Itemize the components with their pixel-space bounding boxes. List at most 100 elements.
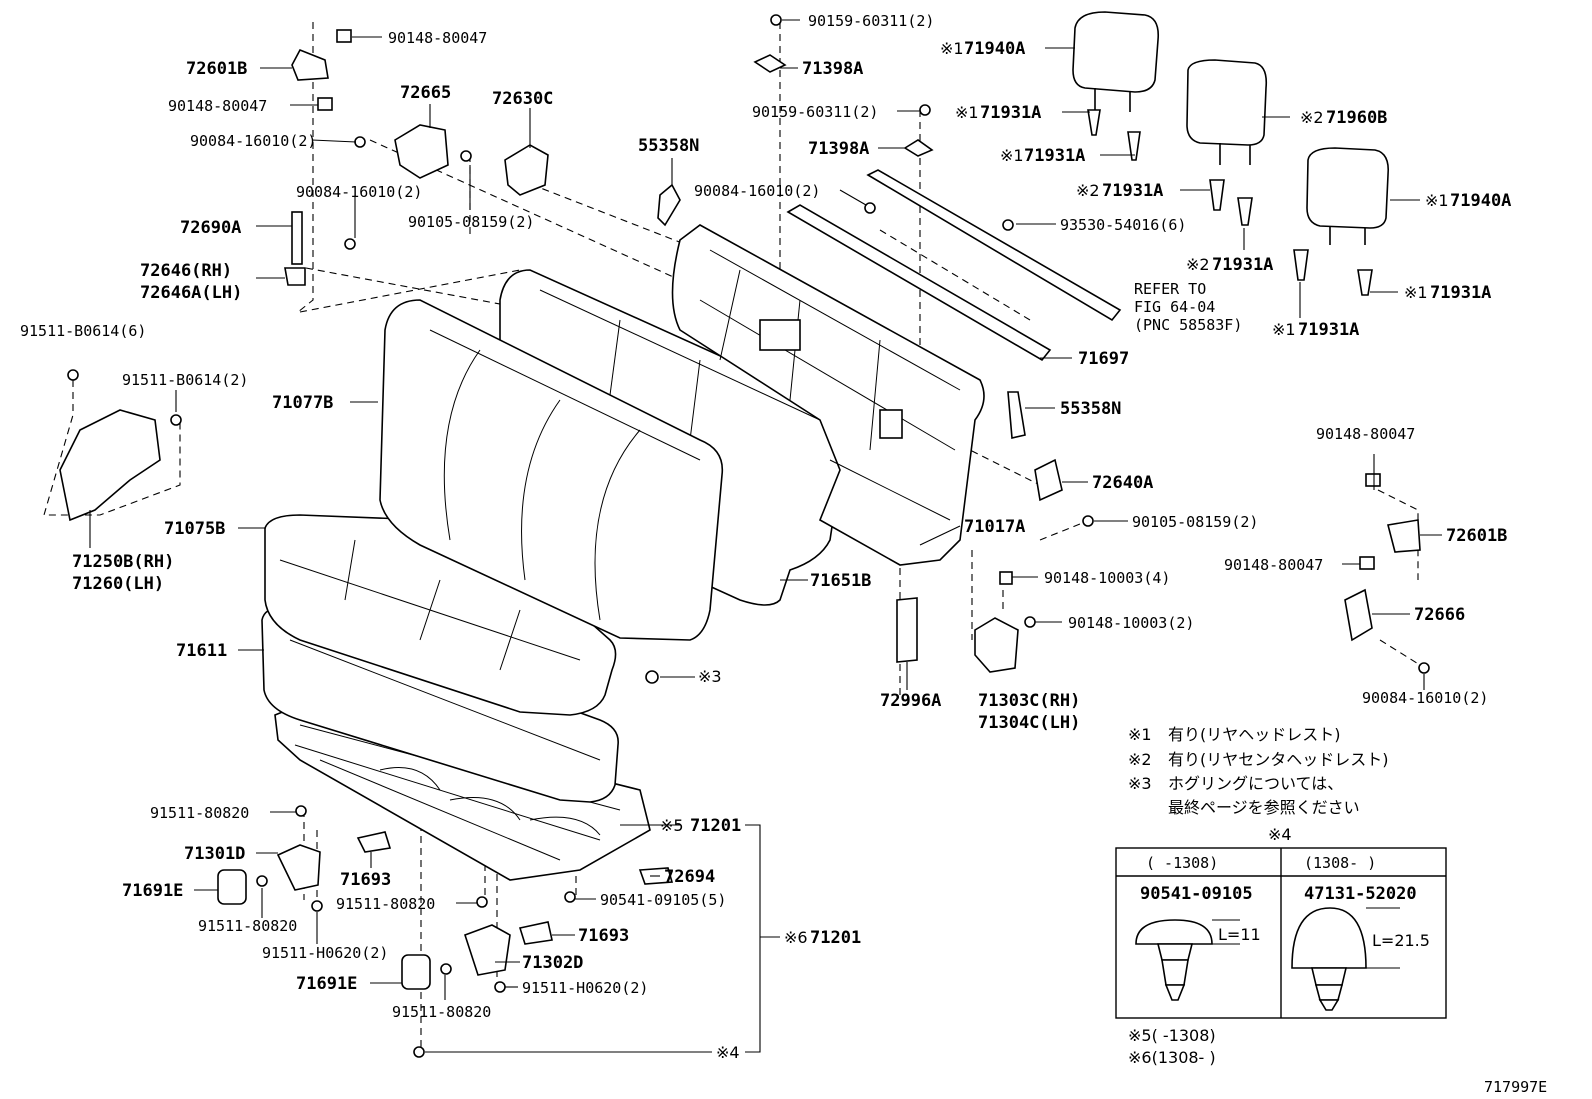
- label-90084-16010-d: 90084-16010(2): [1362, 689, 1488, 707]
- footnote-6: ※6(1308- ): [1128, 1048, 1216, 1067]
- part-labels: 72601B 90148-80047 90148-80047 90084-160…: [20, 12, 1511, 1062]
- label-71398A-b: 71398A: [808, 139, 869, 159]
- label-90159-60311-b: 90159-60311(2): [752, 103, 878, 121]
- note-2-text: 有り(リヤセンタヘッドレスト): [1168, 750, 1389, 769]
- label-91511-B0614-6: 91511-B0614(6): [20, 322, 146, 340]
- label-71304C: 71304C(LH): [978, 713, 1080, 733]
- label-91511-80820-c: 91511-80820: [336, 895, 435, 913]
- label-71611: 71611: [176, 641, 227, 661]
- clip-variant-table: ※4 ( -1308) (1308- ) 90541-09105 47131-5…: [1115, 825, 1447, 1019]
- label-71931A-5: 71931A: [1430, 283, 1491, 303]
- label-71301D: 71301D: [184, 844, 245, 864]
- label-90105-08159-b: 90105-08159(2): [1132, 513, 1258, 531]
- small-parts: [59, 14, 1430, 1058]
- mark-6: ※6: [784, 928, 808, 947]
- seat-back-frame: [671, 224, 985, 566]
- table-col2-part: 47131-52020: [1304, 884, 1417, 904]
- label-91511-80820-b: 91511-80820: [198, 917, 297, 935]
- mark-1-b: ※1: [955, 103, 979, 122]
- label-91511-80820-d: 91511-80820: [392, 1003, 491, 1021]
- mark-2-b: ※2: [1076, 181, 1100, 200]
- note-2-mark: ※2: [1128, 750, 1152, 769]
- mark-5: ※5: [660, 816, 684, 835]
- table-col2-dim: L=21.5: [1372, 931, 1430, 950]
- label-71693-b: 71693: [578, 926, 629, 946]
- label-72646A: 72646A(LH): [140, 283, 242, 303]
- label-71931A-6: 71931A: [1298, 320, 1359, 340]
- mark-1-a: ※1: [940, 39, 964, 58]
- label-71201-5: 71201: [690, 816, 741, 836]
- label-71940A-b: 71940A: [1450, 191, 1511, 211]
- label-90084-16010-b: 90084-16010(2): [296, 183, 422, 201]
- label-90148-80047-c: 90148-80047: [1316, 425, 1415, 443]
- label-71075B: 71075B: [164, 519, 225, 539]
- mark-3: ※3: [698, 667, 722, 686]
- footnote-5: ※5( -1308): [1128, 1026, 1216, 1045]
- note-3-text-2: 最終ページを参照ください: [1168, 798, 1360, 817]
- label-71693-a: 71693: [340, 870, 391, 890]
- label-90084-16010-c: 90084-16010(2): [694, 182, 820, 200]
- label-71017A: 71017A: [964, 517, 1025, 537]
- label-71651B: 71651B: [810, 571, 871, 591]
- label-71940A-a: 71940A: [964, 39, 1025, 59]
- figure-code: 717997E: [1484, 1078, 1547, 1096]
- label-90084-16010-a: 90084-16010(2): [190, 132, 316, 150]
- label-90148-80047-b: 90148-80047: [168, 97, 267, 115]
- clip-short-icon: [1135, 919, 1240, 1001]
- label-90159-60311-a: 90159-60311(2): [808, 12, 934, 30]
- mark-2-c: ※2: [1186, 255, 1210, 274]
- label-71303C: 71303C(RH): [978, 691, 1080, 711]
- label-72666: 72666: [1414, 605, 1465, 625]
- leader-lines: [89, 19, 1442, 1053]
- label-71931A-3: 71931A: [1102, 181, 1163, 201]
- label-72690A: 72690A: [180, 218, 241, 238]
- note-3-mark: ※3: [1128, 774, 1152, 793]
- note-3-text: ホグリングについては、: [1168, 774, 1343, 793]
- label-72601B-r: 72601B: [1446, 526, 1507, 546]
- mark-1-d: ※1: [1425, 191, 1449, 210]
- label-90541-09105: 90541-09105(5): [600, 891, 726, 909]
- seat-back-cover: [379, 299, 724, 641]
- label-71077B: 71077B: [272, 393, 333, 413]
- label-72630C: 72630C: [492, 89, 553, 109]
- label-72996A: 72996A: [880, 691, 941, 711]
- label-72665: 72665: [400, 83, 451, 103]
- mark-1-e: ※1: [1404, 283, 1428, 302]
- label-55358N-a: 55358N: [638, 136, 699, 156]
- label-93530-54016: 93530-54016(6): [1060, 216, 1186, 234]
- notes-block: ※1 有り(リヤヘッドレスト) ※2 有り(リヤセンタヘッドレスト) ※3 ホグ…: [1128, 725, 1389, 817]
- note-1-mark: ※1: [1128, 725, 1152, 744]
- headrest-left: [1072, 11, 1160, 112]
- label-71691E-a: 71691E: [122, 881, 183, 901]
- seat-cushion-cover: [264, 514, 617, 716]
- note-1-text: 有り(リヤヘッドレスト): [1168, 725, 1341, 744]
- label-90148-80047-a: 90148-80047: [388, 29, 487, 47]
- label-71931A-1: 71931A: [980, 103, 1041, 123]
- mark-4: ※4: [716, 1043, 740, 1062]
- label-55358N-b: 55358N: [1060, 399, 1121, 419]
- table-col2-header: (1308- ): [1304, 854, 1376, 872]
- headrest-right: [1306, 147, 1390, 245]
- label-90105-08159-a: 90105-08159(2): [408, 213, 534, 231]
- label-71697: 71697: [1078, 349, 1129, 369]
- label-71931A-4: 71931A: [1212, 255, 1273, 275]
- label-72640A: 72640A: [1092, 473, 1153, 493]
- label-91511-H0620-b: 91511-H0620(2): [522, 979, 648, 997]
- label-91511-B0614-2: 91511-B0614(2): [122, 371, 248, 389]
- footnotes: ※5( -1308) ※6(1308- ) 717997E: [1128, 1026, 1547, 1096]
- label-71201-6: 71201: [810, 928, 861, 948]
- label-72646: 72646(RH): [140, 261, 232, 281]
- label-90148-80047-d: 90148-80047: [1224, 556, 1323, 574]
- label-91511-80820-a: 91511-80820: [150, 804, 249, 822]
- refer-line-3: (PNC 58583F): [1134, 316, 1242, 334]
- label-90148-10003-4: 90148-10003(4): [1044, 569, 1170, 587]
- headrest-center: [1186, 59, 1268, 165]
- clip-long-icon: [1291, 907, 1400, 1011]
- refer-line-2: FIG 64-04: [1134, 298, 1215, 316]
- label-71691E-b: 71691E: [296, 974, 357, 994]
- label-71302D: 71302D: [522, 953, 583, 973]
- mark-1-f: ※1: [1272, 320, 1296, 339]
- label-71931A-2: 71931A: [1024, 146, 1085, 166]
- label-72694: 72694: [664, 867, 715, 887]
- table-title: ※4: [1268, 825, 1292, 844]
